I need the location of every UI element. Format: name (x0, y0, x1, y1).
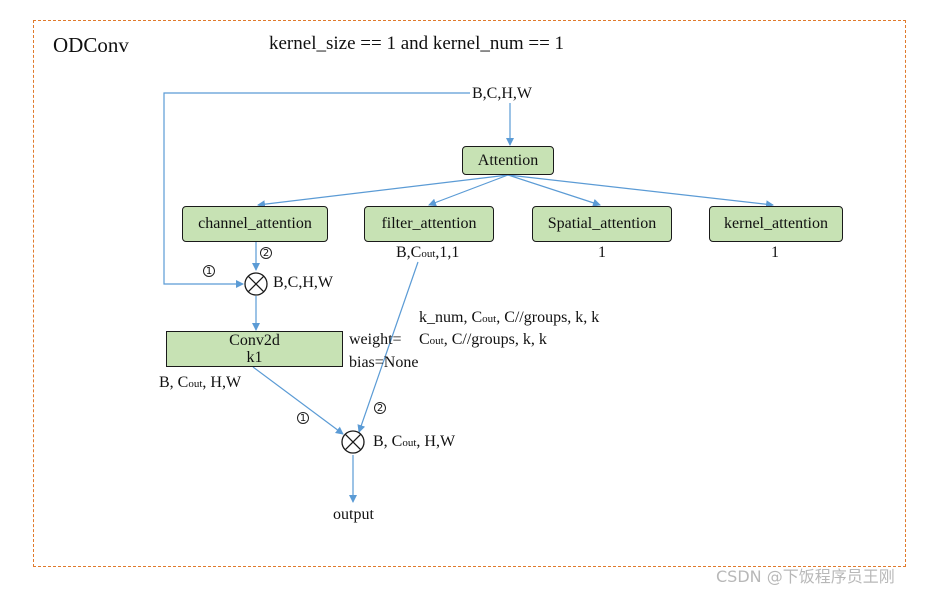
kernel-attention-label: kernel_attention (724, 215, 828, 232)
arrow-attention-to-spatial (507, 174, 601, 207)
multiply2-node (341, 430, 365, 454)
odconv-frame (33, 20, 906, 567)
weight-label: weight= (349, 331, 402, 348)
multiply2-input-marker-1: 1 (297, 412, 309, 424)
multiply1-input-marker-1: 1 (203, 265, 215, 277)
channel-attention-label: channel_attention (198, 215, 312, 232)
arrow-filter-to-multiply2 (357, 261, 419, 433)
spatial-attention-box: Spatial_attention (532, 206, 672, 242)
filter-attention-box: filter_attention (364, 206, 494, 242)
multiply1-input-marker-2: 2 (260, 247, 272, 259)
attention-box: Attention (462, 146, 554, 175)
multiply1-node (244, 272, 268, 296)
conv2d-box: Conv2d k1 (166, 331, 343, 367)
arrow-input-skip (163, 92, 470, 288)
filter-output-shape: B,Cout,1,1 (396, 244, 460, 261)
diagram-title: ODConv (53, 33, 129, 57)
output-label: output (333, 506, 374, 523)
csdn-watermark: CSDN @下饭程序员王刚 (716, 567, 895, 586)
multiply1-shape-label: B,C,H,W (273, 274, 333, 291)
multiply2-input-marker-2: 2 (374, 402, 386, 414)
arrow-attention-to-kernel (507, 174, 774, 209)
attention-label: Attention (477, 151, 539, 169)
multiply2-shape-label: B, Cout, H,W (373, 433, 456, 450)
arrow-conv2d-to-multiply2 (252, 366, 344, 435)
conv2d-output-shape: B, Cout, H,W (159, 374, 242, 391)
arrow-attention-to-filter (428, 174, 509, 207)
filter-attention-label: filter_attention (381, 215, 477, 232)
channel-attention-box: channel_attention (182, 206, 328, 242)
conv2d-kernel-label: k1 (246, 349, 263, 366)
spatial-output-shape: 1 (598, 244, 606, 261)
spatial-attention-label: Spatial_attention (547, 215, 657, 232)
bias-label: bias=None (349, 354, 419, 371)
conv2d-label: Conv2d (229, 332, 280, 349)
weight-shape-line2: Cout, C//groups, k, k (419, 331, 547, 348)
input-shape-label: B,C,H,W (472, 85, 532, 102)
kernel-attention-box: kernel_attention (709, 206, 843, 242)
weight-shape-line1: k_num, Cout, C//groups, k, k (419, 309, 600, 326)
condition-label: kernel_size == 1 and kernel_num == 1 (269, 33, 565, 54)
arrow-attention-to-channel (257, 174, 509, 209)
kernel-output-shape: 1 (771, 244, 779, 261)
